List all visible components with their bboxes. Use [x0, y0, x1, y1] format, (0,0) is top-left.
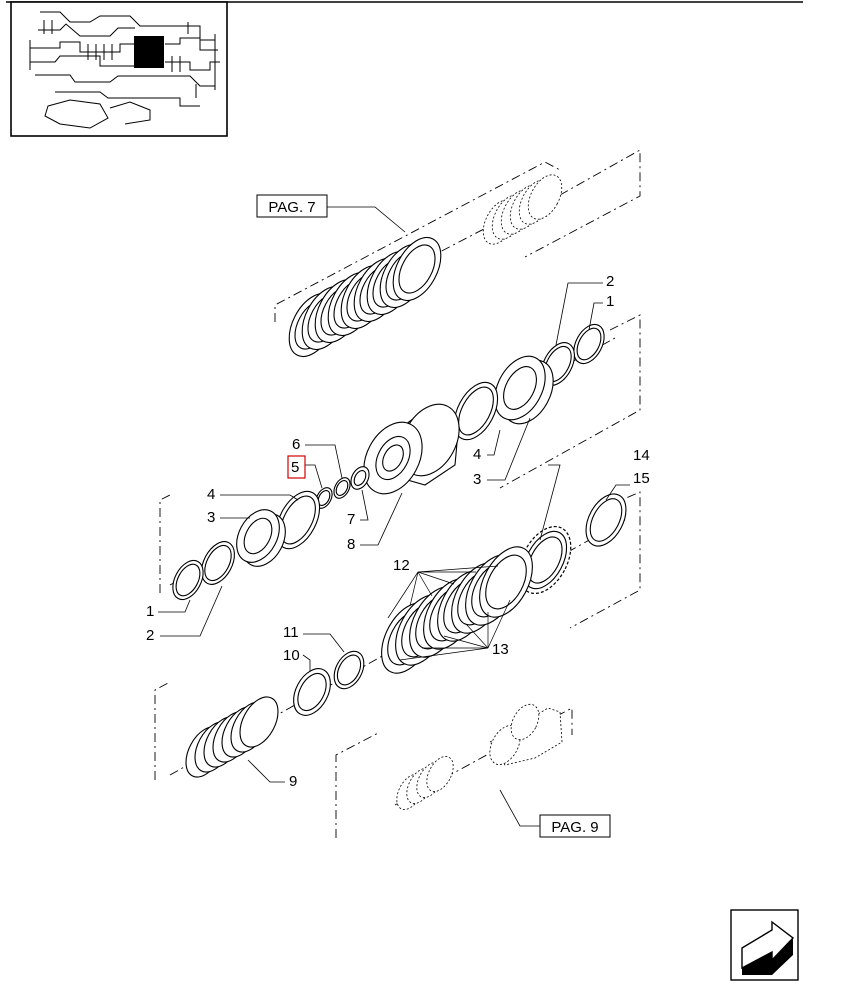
clutch-disc-ghost-inner — [398, 244, 436, 294]
clutch-disc-ghost-far — [527, 174, 563, 220]
callout-8[interactable]: 8 — [347, 536, 355, 553]
spring-part-9 — [185, 696, 279, 778]
callout-11[interactable]: 11 — [283, 624, 299, 641]
piston-plate-part-3-right — [494, 355, 554, 425]
seal-part-4-right — [453, 381, 499, 441]
callout-14[interactable]: 14 — [633, 447, 650, 464]
piston-assembly-group: 1 2 6 5 4 3 4 3 7 8 1 2 — [146, 273, 641, 644]
piston-plate-part-3-left — [236, 509, 286, 567]
highlight-box-part-5 — [287, 455, 306, 479]
ring-part-7 — [350, 466, 370, 490]
next-page-arrow-icon[interactable] — [730, 909, 799, 981]
ghost-shaft-spline — [510, 703, 540, 741]
callout-13[interactable]: 13 — [492, 641, 509, 658]
callout-9[interactable]: 9 — [289, 773, 297, 790]
clutch-pack-group: 14 15 12 13 11 10 9 — [154, 447, 650, 790]
page-9-reference-box[interactable] — [539, 814, 611, 838]
page-7-ghost-group: PAG. 7 — [256, 149, 641, 358]
callout-3-right[interactable]: 3 — [473, 471, 481, 488]
callout-15[interactable]: 15 — [633, 470, 650, 487]
callout-1-lower[interactable]: 1 — [146, 603, 154, 620]
page-9-reference-label: PAG. 9 — [551, 819, 598, 836]
callout-2-upper[interactable]: 2 — [606, 273, 614, 290]
callout-12[interactable]: 12 — [393, 557, 410, 574]
callout-3-left[interactable]: 3 — [207, 509, 215, 526]
callout-2-lower[interactable]: 2 — [146, 627, 154, 644]
clutch-disc-inner — [485, 554, 527, 610]
o-ring-part-6 — [333, 477, 351, 499]
seal-ring-part-2-lower — [201, 541, 235, 585]
callout-4-right[interactable]: 4 — [473, 446, 481, 463]
ring-part-11 — [333, 650, 365, 690]
callout-6[interactable]: 6 — [292, 436, 300, 453]
clutch-hub-part-8 — [363, 403, 460, 495]
spring-coil — [239, 696, 279, 748]
page-9-ghost-group: PAG. 9 — [335, 703, 611, 838]
end-plate-part-14 — [518, 525, 572, 595]
callout-7[interactable]: 7 — [347, 511, 355, 528]
ghost-ring — [426, 756, 454, 792]
snap-ring-part-15 — [585, 493, 627, 547]
transmission-locator-icon — [10, 1, 228, 137]
snap-ring-part-1-upper — [573, 323, 605, 365]
snap-ring-part-1-lower — [172, 559, 204, 601]
page-7-reference-box[interactable] — [256, 194, 328, 218]
ring-part-10 — [293, 668, 331, 716]
callout-4-left[interactable]: 4 — [207, 486, 215, 503]
seal-part-4-left — [275, 490, 321, 550]
callout-1-upper[interactable]: 1 — [606, 293, 614, 310]
callout-5[interactable]: 5 — [291, 459, 299, 476]
callout-10[interactable]: 10 — [283, 647, 300, 664]
page-7-reference-label: PAG. 7 — [268, 199, 315, 216]
